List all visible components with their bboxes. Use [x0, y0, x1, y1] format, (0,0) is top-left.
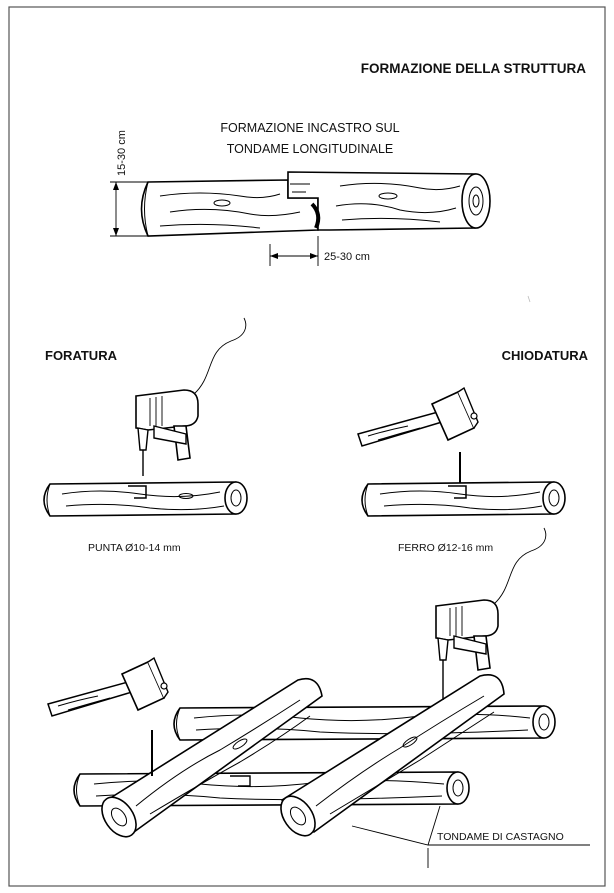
notched-log — [140, 171, 491, 237]
assembly-hammer-icon — [47, 657, 169, 717]
hammer-icon — [357, 387, 479, 447]
joint-heading-line1: FORMAZIONE INCASTRO SUL — [220, 121, 399, 135]
foratura-heading: FORATURA — [45, 348, 118, 363]
length-dim-label: 25-30 cm — [324, 251, 370, 263]
length-dimension: 25-30 cm — [269, 236, 370, 266]
foratura-caption: PUNTA Ø10-14 mm — [88, 542, 181, 554]
callout-leader — [351, 805, 590, 868]
chiodatura-log — [361, 481, 566, 517]
sheet-title: FORMAZIONE DELLA STRUTTURA — [361, 61, 586, 76]
drill-icon — [135, 317, 247, 477]
callout-label: TONDAME DI CASTAGNO — [437, 831, 564, 843]
assembly-diagonal-log-left — [101, 677, 323, 838]
joint-heading-line2: TONDAME LONGITUDINALE — [227, 142, 393, 156]
chiodatura-caption: FERRO Ø12-16 mm — [398, 542, 493, 554]
chiodatura-heading: CHIODATURA — [502, 348, 589, 363]
height-dimension: 15-30 cm — [110, 130, 150, 237]
foratura-log — [43, 481, 248, 517]
assembly-diagonal-log-right — [280, 674, 505, 837]
sheet-border — [8, 6, 606, 887]
height-dim-label: 15-30 cm — [116, 130, 128, 176]
